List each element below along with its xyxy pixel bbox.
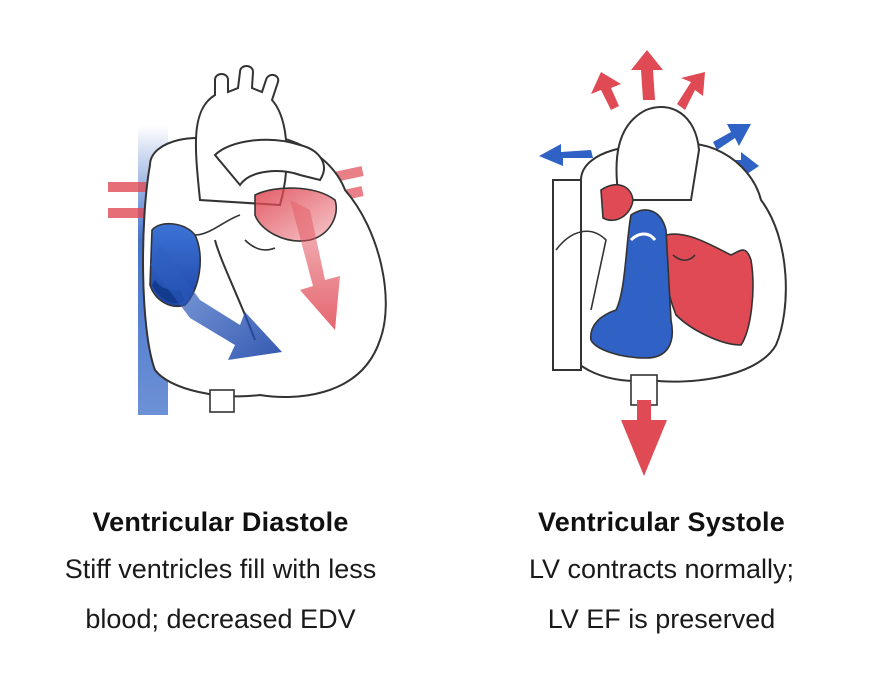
aorta <box>615 105 701 201</box>
aortic-outflow-arrow <box>591 72 621 110</box>
diastole-line-1: Stiff ventricles fill with less <box>64 554 377 584</box>
pulmonary-valve <box>629 232 657 242</box>
systole-panel: Ventricular Systole LV contracts normall… <box>441 0 882 675</box>
diastole-title: Ventricular Diastole <box>92 507 349 537</box>
pulmonary-artery <box>213 138 325 187</box>
systole-line-2: LV EF is preserved <box>547 604 776 634</box>
diastole-heart-diagram <box>108 65 387 415</box>
vena-cava <box>552 179 582 371</box>
pulmonary-vein-left <box>108 182 146 192</box>
systemic-outflow-arrow <box>621 400 667 476</box>
mitral-valve <box>672 254 696 262</box>
systole-title: Ventricular Systole <box>538 507 785 537</box>
pulmonary-outflow-arrow <box>539 144 593 166</box>
left-atrium <box>600 184 634 222</box>
diastole-line-2: blood; decreased EDV <box>85 604 356 634</box>
tricuspid-valve <box>194 214 241 236</box>
systole-caption: Ventricular Systole LV contracts normall… <box>441 500 882 644</box>
pulmonary-outflow-arrow <box>713 124 751 150</box>
pulmonary-vein-left <box>108 208 146 218</box>
mitral-valve <box>244 239 276 251</box>
septum <box>555 230 607 311</box>
diastole-panel: Ventricular Diastole Stiff ventricles fi… <box>0 65 441 644</box>
lv-filling-arrow <box>290 200 340 330</box>
descending-aorta <box>209 389 235 413</box>
diastole-caption: Ventricular Diastole Stiff ventricles fi… <box>0 500 441 644</box>
right-ventricle <box>590 209 673 359</box>
systole-line-1: LV contracts normally; <box>528 554 795 584</box>
systole-heart-diagram <box>539 50 787 476</box>
aortic-outflow-arrow <box>631 50 663 100</box>
aortic-outflow-arrow <box>677 72 705 110</box>
left-ventricle <box>663 233 754 346</box>
rv-filling-arrow <box>150 245 282 360</box>
